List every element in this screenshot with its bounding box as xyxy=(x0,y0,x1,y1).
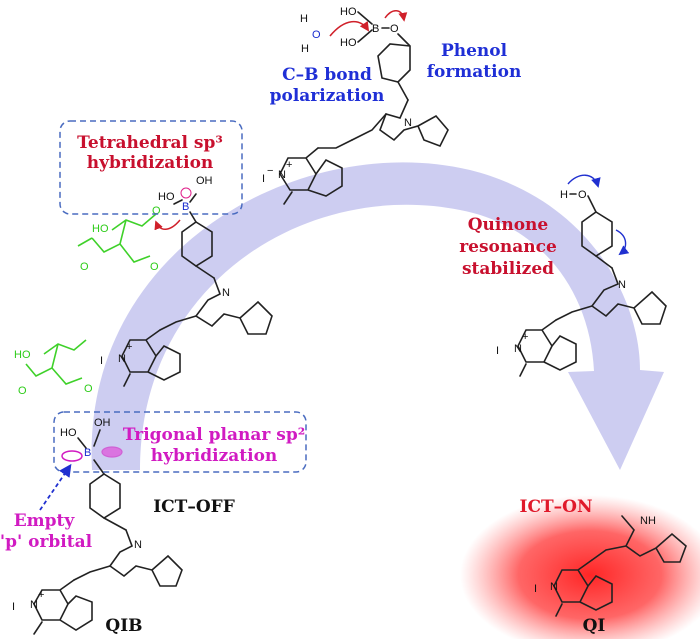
citrate-o1: O xyxy=(80,261,89,273)
reaction-arc-arrow xyxy=(91,162,665,470)
top-quin-n: N xyxy=(278,169,286,181)
label-tetrahedral-1: Tetrahedral sp³ xyxy=(77,133,223,153)
top-ho-2: HO xyxy=(340,37,357,49)
label-ict-on: ICT–ON xyxy=(520,497,593,517)
free-citrate-o: O xyxy=(18,385,27,397)
trigonal-box xyxy=(53,411,307,473)
tet-iodide: I xyxy=(100,355,103,367)
tetrahedral-box xyxy=(59,120,243,215)
fluorescence-glow xyxy=(460,495,700,639)
qib-iodide: I xyxy=(12,601,15,613)
water-o: O xyxy=(312,29,321,41)
quinone-o: O xyxy=(578,189,587,201)
molecule-quinone: H O N N + I xyxy=(496,174,667,377)
citrate-o2: O xyxy=(150,261,159,273)
label-qib: QIB xyxy=(105,616,142,636)
label-empty-2: 'p' orbital xyxy=(0,532,93,552)
citrate-o3: O xyxy=(152,205,161,217)
label-cb-bond-1: C–B bond xyxy=(282,65,372,85)
top-iodide: I xyxy=(262,173,265,185)
p-orbital-right xyxy=(101,446,123,458)
label-phenol-1: Phenol xyxy=(441,41,508,61)
label-qi: QI xyxy=(583,616,606,636)
top-indole-n: N xyxy=(404,117,412,129)
quinone-quin-n: N xyxy=(514,343,522,355)
qib-oh: OH xyxy=(94,417,111,429)
quinone-plus: + xyxy=(522,331,528,343)
free-citrate-oh: HO xyxy=(14,349,31,361)
qib-plus: + xyxy=(38,589,44,601)
quinone-h: H xyxy=(560,189,568,201)
top-plus: + xyxy=(286,159,292,171)
qi-quin-n: N xyxy=(550,581,558,593)
label-trigonal-2: hybridization xyxy=(151,446,278,466)
label-ict-off: ICT–OFF xyxy=(153,497,235,517)
label-empty-1: Empty xyxy=(14,511,76,531)
qi-iodide: I xyxy=(534,583,537,595)
label-phenol-2: formation xyxy=(427,62,522,82)
tet-plus: + xyxy=(126,341,132,353)
qib-quin-n: N xyxy=(30,599,38,611)
qi-nh: NH xyxy=(640,515,656,527)
quinone-iodide: I xyxy=(496,345,499,357)
molecule-qib: HO O O HO OH B N N + I xyxy=(12,339,183,635)
tet-oh: OH xyxy=(196,175,213,187)
tet-quin-n: N xyxy=(118,353,126,365)
water-h1: H xyxy=(300,13,308,25)
molecule-tetrahedral: HO O O O HO OH B N N + I xyxy=(77,175,273,387)
attack-arrow xyxy=(329,20,370,37)
quinone-indole-n: N xyxy=(618,279,626,291)
qib-indole-n: N xyxy=(134,539,142,551)
citrate-oh: HO xyxy=(92,223,109,235)
molecule-top: H O H HO HO B O N N + I − xyxy=(262,6,449,205)
tet-ho: HO xyxy=(158,191,175,203)
label-quinone-2: resonance xyxy=(459,237,557,257)
free-citrate-o2: O xyxy=(84,383,93,395)
top-boron: B xyxy=(372,23,379,35)
tet-charge xyxy=(180,187,192,199)
label-trigonal-1: Trigonal planar sp² xyxy=(123,425,305,445)
molecule-qi: NH N I xyxy=(534,515,687,617)
label-quinone-1: Quinone xyxy=(468,215,549,235)
empty-orbital-pointer xyxy=(39,463,72,511)
qib-ho: HO xyxy=(60,427,77,439)
tet-indole-n: N xyxy=(222,287,230,299)
p-orbital-left xyxy=(61,450,83,462)
qib-boron: B xyxy=(84,447,91,459)
water-h2: H xyxy=(301,43,309,55)
top-ho-1: HO xyxy=(340,6,357,18)
top-iodide-minus: − xyxy=(267,165,273,177)
label-quinone-3: stabilized xyxy=(462,259,554,279)
label-cb-bond-2: polarization xyxy=(270,86,385,106)
label-tetrahedral-2: hybridization xyxy=(87,153,214,173)
tet-boron: B xyxy=(182,201,189,213)
top-oxygen: O xyxy=(390,23,399,35)
